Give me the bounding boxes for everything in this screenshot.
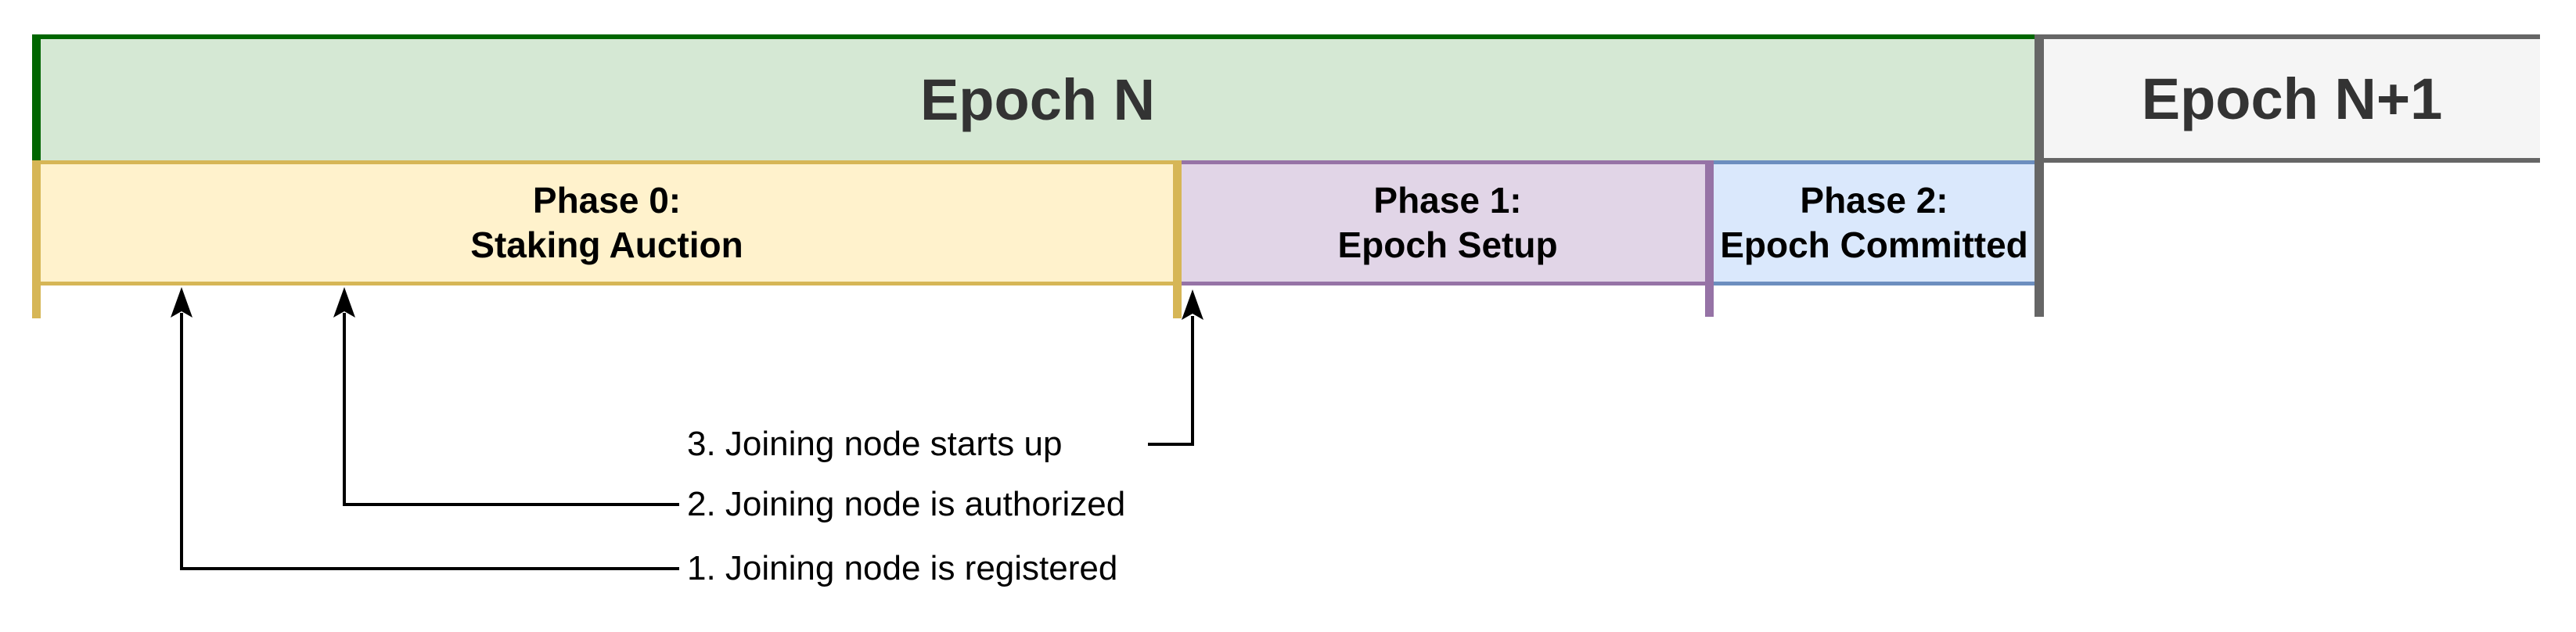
phase1-end-marker: [1705, 160, 1714, 317]
epoch-boundary-divider: [2035, 34, 2044, 317]
connector-line-registered: [180, 313, 679, 570]
phase0-end-marker: [1173, 160, 1182, 318]
epoch-n-label: Epoch N: [919, 67, 1156, 132]
phase-0-box: Phase 0: Staking Auction: [32, 160, 1182, 285]
epoch-n1-bar: Epoch N+1: [2044, 34, 2540, 163]
annotation-startup-label: 3. Joining node starts up: [687, 425, 1063, 463]
annotation-authorized-label: 2. Joining node is authorized: [687, 485, 1126, 523]
connector-line-startup: [1148, 316, 1194, 446]
arrow-up-head-icon: [1182, 289, 1203, 320]
arrow-up-head-icon: [171, 287, 192, 318]
phase-1-box: Phase 1: Epoch Setup: [1182, 160, 1714, 285]
arrow-up-head-icon: [333, 287, 355, 318]
annotation-registered-label: 1. Joining node is registered: [687, 549, 1118, 587]
phase-0-subtitle: Staking Auction: [470, 224, 743, 265]
connector-line-authorized: [343, 313, 679, 506]
epoch-n-bar: Epoch N: [32, 34, 2035, 160]
phase-2-subtitle: Epoch Committed: [1720, 224, 2028, 265]
phase-2-title: Phase 2:: [1800, 180, 1948, 221]
phase-2-box: Phase 2: Epoch Committed: [1714, 160, 2035, 285]
phase-0-title: Phase 0:: [532, 180, 682, 221]
epoch-start-marker: [32, 160, 41, 318]
epoch-n1-label: Epoch N+1: [2141, 66, 2443, 131]
phase-1-title: Phase 1:: [1373, 180, 1522, 221]
phase-1-subtitle: Epoch Setup: [1337, 224, 1558, 265]
